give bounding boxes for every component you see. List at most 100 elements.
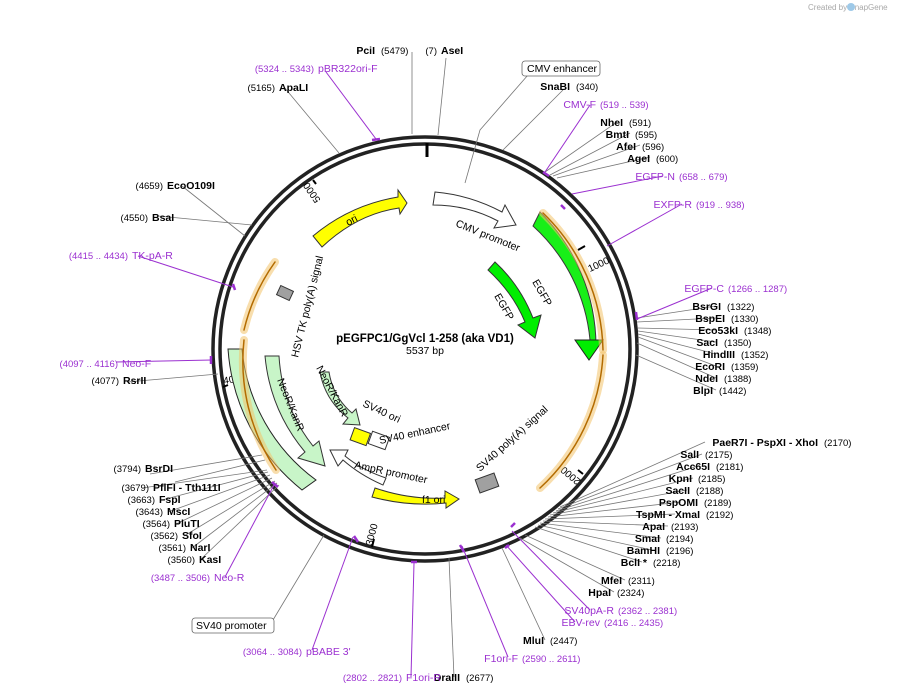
- enzyme-label-smai: (2194) SmaI: [635, 533, 694, 545]
- boxed-label-sv40-promoter: SV40 promoter: [196, 620, 267, 632]
- primer-label-sv40pa-r: (2362 .. 2381)SV40pA-R: [564, 605, 677, 617]
- primer-name: TK-pA-R: [132, 250, 173, 262]
- backbone: [211, 135, 639, 563]
- enzyme-position: (5165): [248, 83, 275, 94]
- enzyme-name: PluTI: [174, 518, 200, 530]
- primer-range: (4415 .. 4434): [69, 251, 128, 262]
- enzyme-name: BmtI: [606, 129, 629, 141]
- feature-cmv-promoter: [432, 191, 517, 229]
- enzyme-position: (340): [576, 82, 598, 93]
- primer-name: pBR322ori-F: [318, 63, 378, 75]
- enzyme-name: SmaI: [635, 533, 660, 545]
- leader-lines: [126, 52, 717, 678]
- enzyme-position: (2175): [705, 450, 732, 461]
- enzyme-position: (2181): [716, 462, 743, 473]
- feature-f1-ori: [371, 487, 460, 509]
- enzyme-name: NdeI: [695, 373, 718, 385]
- enzyme-name: EcoO109I: [167, 180, 215, 192]
- enzyme-label-pcii: (5479)PciI: [356, 45, 408, 57]
- enzyme-name: Eco53kI: [698, 325, 738, 337]
- enzyme-label-paer7i-pspxi-xhoi: (2170)PaeR7I - PspXI - XhoI: [712, 437, 851, 449]
- enzyme-name: SacI: [696, 337, 718, 349]
- enzyme-name: SalI: [680, 449, 699, 461]
- enzyme-name: SnaBI: [540, 81, 570, 93]
- enzyme-name: ApaI: [642, 521, 665, 533]
- enzyme-name: TspMI - XmaI: [636, 509, 700, 521]
- enzyme-label-saci: (1350)SacI: [696, 337, 751, 349]
- primer-name: SV40pA-R: [564, 605, 614, 617]
- enzyme-name: KpnI: [669, 473, 692, 485]
- enzyme-name: BsaI: [152, 212, 174, 224]
- enzyme-position: (1322): [727, 302, 754, 313]
- enzyme-label-mfei: (2311)MfeI: [601, 575, 655, 587]
- boxed-label-cmv-enhancer: CMV enhancer: [527, 63, 598, 75]
- enzyme-label-hindiii: (1352)HindIII: [703, 349, 769, 361]
- enzyme-position: (4550): [121, 213, 148, 224]
- enzyme-name: BsrDI: [145, 463, 173, 475]
- primer-label-f1ori-f: (2590 .. 2611)F1ori-F: [484, 653, 580, 665]
- feature-label-hsv-tk-polya: HSV TK poly(A) signal: [289, 255, 326, 359]
- enzyme-label-pspomi: (2189)PspOMI: [659, 497, 732, 509]
- feature-sv40-enhancer-box: [367, 430, 391, 451]
- feature-label-f1-ori: f1 ori: [422, 494, 445, 506]
- primer-range: (3064 .. 3084): [243, 647, 302, 658]
- enzyme-label-sfoi: (3562)SfoI: [151, 530, 202, 542]
- enzyme-position: (2189): [704, 498, 731, 509]
- plasmid-size: 5537 bp: [406, 345, 444, 357]
- primer-range: (519 .. 539): [600, 100, 649, 111]
- feature-ampr-promoter: [329, 449, 387, 486]
- primer-ticks: [209, 137, 639, 564]
- primer-label-pbr322ori-f: (5324 .. 5343)pBR322ori-F: [255, 63, 378, 75]
- enzyme-name: RsrII: [123, 375, 146, 387]
- feature-egfp-outer-arrow: [574, 339, 604, 361]
- snapgene-logo-icon: [847, 3, 855, 11]
- feature-sv40-ori-box: [349, 426, 372, 447]
- enzyme-position: (2170): [824, 438, 851, 449]
- enzyme-name: SfoI: [182, 530, 202, 542]
- enzyme-position: (2311): [628, 576, 655, 587]
- enzyme-label-rsrii: (4077) RsrII: [92, 375, 147, 387]
- enzyme-label-msci: (3643)MscI: [136, 506, 191, 518]
- enzyme-name: AgeI: [627, 153, 650, 165]
- primer-name: EXFP-R: [653, 199, 692, 211]
- primer-name: EBV-rev: [561, 617, 600, 629]
- enzyme-position: (4659): [136, 181, 163, 192]
- enzyme-label-agei: (600)AgeI: [627, 153, 678, 165]
- enzyme-label-kasi: (3560)KasI: [168, 554, 222, 566]
- primer-range: (2590 .. 2611): [522, 654, 580, 665]
- enzyme-label-pflfi-tth111i: (3679)PflFI - Tth111I: [122, 482, 221, 494]
- bp-ticks: [222, 179, 586, 548]
- feature-label-egfp-outer: EGFP: [529, 278, 554, 309]
- enzyme-label-apali: (5165) ApaLI: [248, 82, 309, 94]
- enzyme-position: (1330): [731, 314, 758, 325]
- enzyme-name: EcoRI: [695, 361, 725, 373]
- enzyme-label-afei: (596)AfeI: [616, 141, 664, 153]
- enzyme-label-bsrgi: (1322)BsrGI: [692, 301, 754, 313]
- feature-label-sv40-polya: SV40 poly(A) signal: [474, 404, 551, 475]
- enzyme-label-ecori: (1359)EcoRI: [695, 361, 758, 373]
- enzyme-label-asei: (7) AseI: [425, 45, 463, 57]
- primer-name: EGFP-C: [684, 283, 724, 295]
- enzyme-name: BspEI: [695, 313, 725, 325]
- enzyme-position: (3561): [159, 543, 186, 554]
- enzyme-position: (4077): [92, 376, 119, 387]
- enzyme-name: AseI: [441, 45, 463, 57]
- enzyme-label-apai: (2193)ApaI: [642, 521, 698, 533]
- enzyme-label-tspmi-xmai: (2192)TspMI - XmaI: [636, 509, 733, 521]
- enzyme-name: AfeI: [616, 141, 636, 153]
- feature-neor-kanr-inner: [319, 371, 361, 426]
- enzyme-label-blpi: (1442)BlpI: [693, 385, 746, 397]
- outer-features: [227, 211, 604, 491]
- enzyme-name: NarI: [190, 542, 211, 554]
- enzyme-label-mlui: (2447)MluI: [523, 635, 577, 647]
- enzyme-name: ApaLI: [279, 82, 308, 94]
- enzyme-label-kpni: (2185)KpnI: [669, 473, 726, 485]
- enzyme-name: Acc65I: [676, 461, 710, 473]
- enzyme-position: (7): [425, 46, 437, 57]
- enzyme-position: (595): [635, 130, 657, 141]
- enzyme-label-draiii: (2677)DraIII: [434, 672, 494, 684]
- enzyme-position: (2194): [666, 534, 693, 545]
- primer-label-exfp-r: (919 .. 938)EXFP-R: [653, 199, 744, 211]
